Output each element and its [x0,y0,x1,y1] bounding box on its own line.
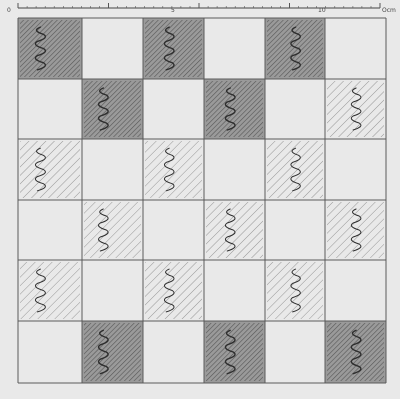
cell-fill [143,200,204,260]
grid-cell-light [325,260,386,321]
grid-cell-dark [204,79,265,139]
scale-unit-label: Ocm [382,7,396,14]
cell-hatching [84,81,141,137]
grid-cell-light [18,200,82,260]
grid-cell-light [82,139,143,200]
scale-bar: 0 5 10 Ocm [7,3,396,14]
grid-cell-hatched [265,139,325,200]
grid-cell-light [143,321,204,383]
grid-cell-light [265,79,325,139]
cell-hatching [20,141,80,198]
grid-cell-dark [265,18,325,79]
grid-cell-hatched [325,79,386,139]
grid-cell-light [204,260,265,321]
cell-fill [265,200,325,260]
grid-cell-hatched [325,200,386,260]
cell-hatching [20,20,80,77]
cell-fill [82,260,143,321]
grid-cell-light [325,18,386,79]
grid-cell-light [325,139,386,200]
cell-hatching [327,202,384,258]
grid-cell-dark [204,321,265,383]
grid-cell-light [265,200,325,260]
cell-hatching [145,262,202,319]
cell-hatching [206,202,263,258]
scale-label-5: 5 [171,7,175,14]
cell-hatching [206,81,263,137]
cell-fill [325,139,386,200]
grid-cell-light [204,139,265,200]
cell-fill [18,79,82,139]
cell-hatching [145,141,202,198]
grid-cell-dark [82,79,143,139]
cell-hatching [20,262,80,319]
cell-hatching [145,20,202,77]
grid-cell-light [143,200,204,260]
cell-fill [82,139,143,200]
grid-cell-hatched [143,260,204,321]
scale-label-0: 0 [7,7,11,14]
grid-cell-hatched [18,260,82,321]
grid-cell-hatched [143,139,204,200]
grid-cell-dark [18,18,82,79]
cell-hatching [84,202,141,258]
cell-hatching [206,323,263,381]
grid-cell-light [18,79,82,139]
grid-cell-hatched [18,139,82,200]
grid-cell-light [143,79,204,139]
cell-fill [325,18,386,79]
cell-hatching [327,81,384,137]
cell-fill [204,139,265,200]
cell-hatching [267,262,323,319]
scale-ticks [18,3,380,8]
grid-cell-hatched [82,200,143,260]
cell-fill [204,18,265,79]
grid-cell-dark [143,18,204,79]
cell-fill [18,200,82,260]
cell-hatching [84,323,141,381]
grid-cell-dark [325,321,386,383]
grid-cell-light [204,18,265,79]
grid-cell-hatched [265,260,325,321]
cell-fill [82,18,143,79]
cell-fill [143,79,204,139]
cell-fill [204,260,265,321]
cell-hatching [267,141,323,198]
cell-fill [325,260,386,321]
cell-fill [265,321,325,383]
cell-fill [143,321,204,383]
grid-cell-light [82,260,143,321]
grid-cell-hatched [204,200,265,260]
grid-cell-light [18,321,82,383]
grid-cell-light [82,18,143,79]
grid-cell-dark [82,321,143,383]
cell-fill [18,321,82,383]
scale-label-10: 10 [318,7,326,14]
grid-cell-light [265,321,325,383]
cell-fill [265,79,325,139]
